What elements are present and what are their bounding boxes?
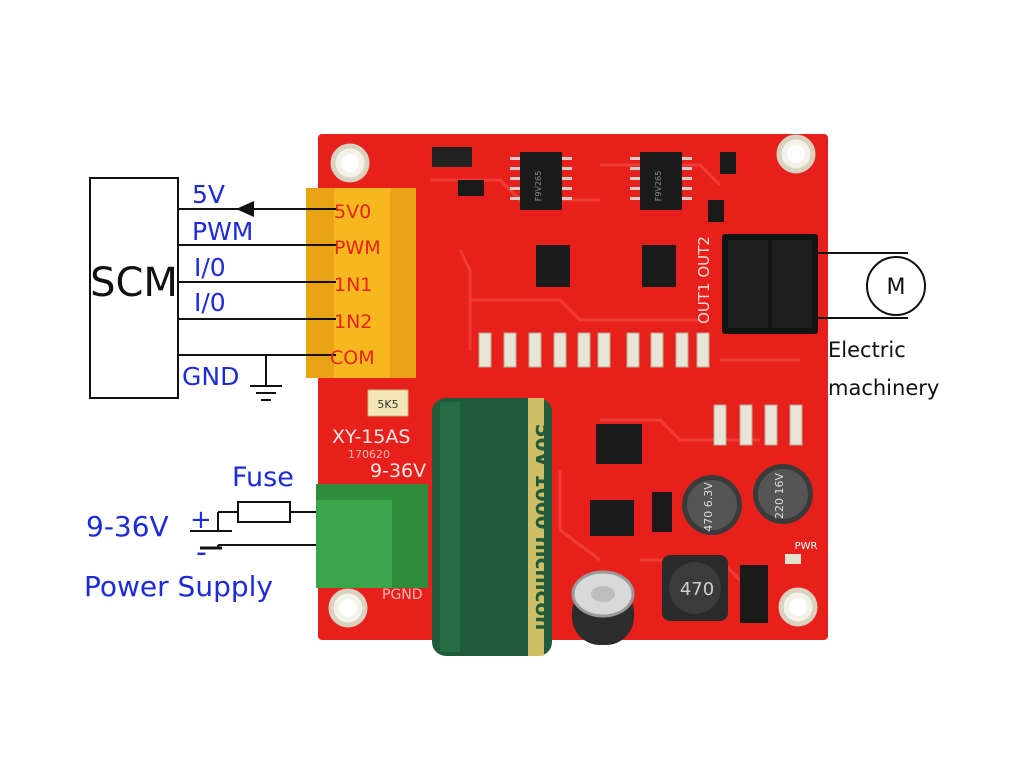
motor-symbol [866,256,926,316]
diode-d9 [652,492,672,532]
pin-label-com: COM [330,347,375,369]
capacitor-220: 220 16V [753,464,813,524]
scm-box [89,177,179,399]
arrow-head-5v [236,201,254,217]
transistor-q1 [708,200,724,222]
signal-label-io-2: I/0 [194,288,226,317]
main-capacitor-label: 50V 1000 nichicon [531,424,555,631]
output-connector [722,234,818,334]
chip-u3 [590,500,634,536]
board-voltage: 9-36V [370,460,426,482]
board-fuse-marking: 5K5 [377,398,398,411]
inductor-label: 470 [680,579,714,600]
pin-label-1n2: 1N2 [334,311,372,333]
out-label: OUT1 OUT2 [695,236,713,324]
capacitor-470: 470 6.3V [682,475,742,535]
pwr-label: PWR [795,541,818,552]
chip-u5 [596,424,642,464]
main-capacitor: 50V 1000 nichicon [432,398,555,656]
pin-label-1n1: 1N1 [334,274,372,296]
diode-row-2 [713,404,803,446]
supply-label: Power Supply [84,570,273,603]
chip-u1-code: F9V265 [534,171,543,201]
signal-label-pwm: PWM [192,217,253,246]
supply-plus-sign: + [190,505,212,535]
motor-label-line2: machinery [828,376,939,400]
pcb-board: F9V265 F9V265 OUT1 OUT2 [306,134,828,656]
pin-label-5v0: 5V0 [334,201,371,223]
capacitor-220-label: 220 16V [773,473,786,519]
signal-label-gnd: GND [182,362,239,391]
capacitor-470-label: 470 6.3V [702,482,715,532]
scm-label: SCM [90,260,178,306]
motor-label-line1: Electric [828,338,906,362]
board-date: 170620 [348,448,390,461]
supply-voltage: 9-36V [86,510,169,543]
mounting-holes [328,134,818,628]
board-model: XY-15AS [332,426,410,448]
pin-label-pwm: PWM [334,237,381,259]
chip-u6 [642,245,676,287]
chip-u2-code: F9V265 [654,171,663,201]
inductor-l1: 470 [662,555,728,621]
transistor-q2 [720,152,736,174]
fuse-label: Fuse [232,462,294,493]
led-pwr [785,554,801,564]
diode-d8 [432,147,472,167]
transistor-u7 [458,180,484,196]
chip-u4 [536,245,570,287]
chip-u2: F9V265 [630,152,692,210]
fuse-symbol [237,501,291,523]
capacitor-small [571,570,635,645]
wires [89,177,908,550]
signal-label-5v: 5V [192,180,225,209]
diode-row [478,332,710,368]
motor-symbol-label: M [887,275,906,300]
power-terminal [316,484,428,588]
chip-u1: F9V265 [510,152,572,210]
board-fuse [367,389,409,417]
signal-terminal-block [306,188,416,378]
signal-label-io-1: I/0 [194,253,226,282]
diode-d1 [740,565,768,623]
board-pgnd: PGND [382,587,423,603]
supply-minus-sign: - [196,535,207,570]
